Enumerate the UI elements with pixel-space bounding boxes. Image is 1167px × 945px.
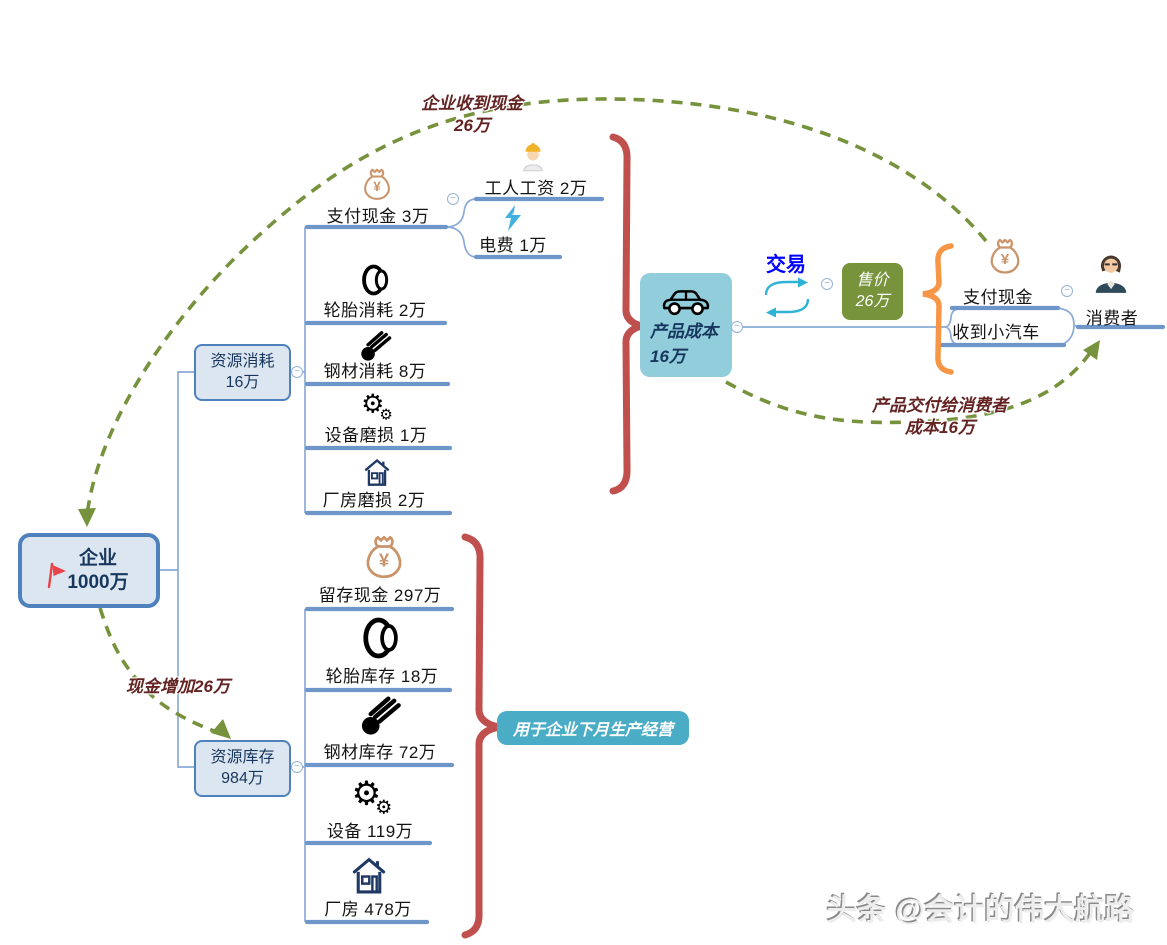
topic-plant-wear[interactable]: 厂房磨损 2万 xyxy=(322,491,426,510)
price-brace xyxy=(922,243,954,375)
enterprise-value: 1000万 xyxy=(67,571,129,593)
factory-icon xyxy=(349,855,389,895)
consumer-node[interactable]: 消费者 xyxy=(1085,309,1139,328)
price-node[interactable]: 售价 26万 xyxy=(842,263,903,320)
gears-icon: ⚙⚙ xyxy=(351,773,393,819)
topic-electricity[interactable]: 电费 1万 xyxy=(479,236,547,255)
inventory-summary-label[interactable]: 用于企业下月生产经营 xyxy=(497,711,689,745)
topic-receive-car[interactable]: 收到小汽车 xyxy=(952,323,1040,342)
topic-retained-cash[interactable]: 留存现金 297万 xyxy=(318,586,442,605)
money-bag-icon: ¥ xyxy=(987,238,1023,276)
money-bag-icon: ¥ xyxy=(361,168,393,202)
topic-steel-inventory[interactable]: 钢材库存 72万 xyxy=(323,743,437,762)
topic-equipment[interactable]: 设备 119万 xyxy=(326,822,414,841)
collapse-icon[interactable] xyxy=(731,321,743,333)
svg-text:¥: ¥ xyxy=(373,179,381,194)
topic-tire-inventory[interactable]: 轮胎库存 18万 xyxy=(325,667,439,686)
topic-plant[interactable]: 厂房 478万 xyxy=(324,900,412,919)
cash-increase-annotation: 现金增加26万 xyxy=(126,677,230,696)
topic-wages[interactable]: 工人工资 2万 xyxy=(484,179,588,198)
cash-received-curve xyxy=(85,97,988,517)
factory-icon xyxy=(362,457,392,487)
cost-brace xyxy=(609,133,646,495)
consumption-label: 资源消耗 xyxy=(210,352,275,370)
worker-icon xyxy=(520,142,546,172)
price-label: 售价 xyxy=(856,271,889,289)
tire-icon xyxy=(360,262,394,298)
car-icon xyxy=(658,285,714,317)
product-cost-text: 产品成本 16万 xyxy=(650,322,718,366)
inventory-brace xyxy=(461,533,503,939)
gears-icon: ⚙⚙ xyxy=(361,389,393,424)
collapse-icon[interactable] xyxy=(447,193,459,205)
steel-icon xyxy=(359,331,393,363)
inventory-value: 984万 xyxy=(221,769,264,787)
delivery-curve xyxy=(725,346,1096,425)
watermark: 头条 @会计的伟大航路 xyxy=(827,894,1135,927)
collapse-icon[interactable] xyxy=(821,278,833,290)
enterprise-node[interactable]: 企业 1000万 xyxy=(18,533,160,608)
svg-text:¥: ¥ xyxy=(379,549,390,570)
curve-arrowheads xyxy=(78,340,1100,739)
flag-icon xyxy=(44,561,68,589)
transaction-label: 交易 xyxy=(766,254,806,276)
consumption-value: 16万 xyxy=(225,373,260,391)
topic-consumer-pay-cash[interactable]: 支付现金 xyxy=(963,288,1033,307)
money-bag-icon: ¥ xyxy=(362,535,406,581)
collapse-icon[interactable] xyxy=(291,761,303,773)
consumer-person-icon xyxy=(1092,251,1130,293)
resource-inventory-node[interactable]: 资源库存 984万 xyxy=(194,740,291,797)
collapse-icon[interactable] xyxy=(291,366,303,378)
inventory-label: 资源库存 xyxy=(210,748,275,766)
steel-icon xyxy=(359,696,403,738)
price-value: 26万 xyxy=(855,292,890,310)
cash-increase-curve xyxy=(98,607,223,736)
topic-equipment-wear[interactable]: 设备磨损 1万 xyxy=(324,426,428,445)
electricity-icon xyxy=(503,205,523,231)
svg-text:¥: ¥ xyxy=(1001,251,1010,268)
enterprise-label: 企业 xyxy=(78,547,117,569)
cash-received-annotation: 企业收到现金 26万 xyxy=(421,94,523,136)
collapse-icon[interactable] xyxy=(1061,285,1073,297)
delivery-annotation: 产品交付给消费者 成本16万 xyxy=(872,396,1008,438)
topic-underlines xyxy=(304,196,1166,925)
topic-tire-consumption[interactable]: 轮胎消耗 2万 xyxy=(323,301,427,320)
resource-consumption-node[interactable]: 资源消耗 16万 xyxy=(194,344,291,401)
exchange-arrows-icon xyxy=(760,277,814,318)
topic-steel-consumption[interactable]: 钢材消耗 8万 xyxy=(323,362,427,381)
topic-pay-cash[interactable]: 支付现金 3万 xyxy=(326,207,430,226)
tire-icon xyxy=(360,614,406,662)
